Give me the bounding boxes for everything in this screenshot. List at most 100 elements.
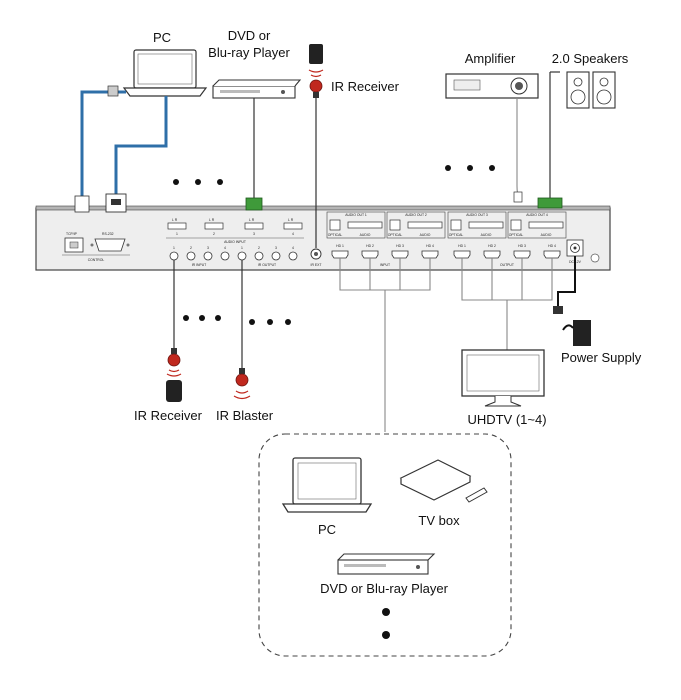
optical-label: OPTICAL [328, 233, 343, 237]
power-plug [553, 306, 563, 314]
ellipsis-top-left [173, 179, 223, 185]
audio-out-terminal[interactable] [468, 221, 504, 229]
audio-input-terminal[interactable] [244, 222, 264, 230]
ir-input-jack[interactable] [220, 251, 230, 261]
hdmi-output-port[interactable] [513, 250, 531, 259]
ethernet-plug-panel [74, 195, 90, 213]
speaker-left-tweeter [573, 77, 583, 87]
dvd-source-top [337, 553, 436, 561]
ir-output-3[interactable]: 3 [271, 246, 281, 261]
amplifier-optical-cable [516, 98, 520, 199]
audio-input-number: 4 [292, 232, 294, 236]
pc-top-label: PC [153, 30, 171, 45]
ir-output-jack[interactable] [271, 251, 281, 261]
hdmi-output-port[interactable] [453, 250, 471, 259]
optical-port[interactable] [329, 219, 341, 231]
ethernet-cable [80, 90, 126, 196]
panel-top-edge [35, 205, 611, 211]
ir-input-2[interactable]: 2 [186, 246, 196, 261]
hdmi-input-4[interactable]: HD 4 [421, 244, 439, 259]
ir-input-4[interactable]: 4 [220, 246, 230, 261]
ir-input-3[interactable]: 3 [203, 246, 213, 261]
ir-output-jack[interactable] [237, 251, 247, 261]
laptop-display [137, 53, 193, 85]
pc-source-display [297, 462, 357, 500]
ellipsis-top-right [445, 165, 495, 171]
output-label: OUTPUT [500, 263, 514, 267]
ir-input-number: 3 [207, 246, 209, 250]
audio-out-plug [537, 197, 563, 209]
optical-label: OPTICAL [388, 233, 403, 237]
remote-control-bottom [166, 380, 182, 402]
hdmi-output-1[interactable]: HD 1 [453, 244, 471, 259]
control-section: TCP/IP RS-232 CONTROL [62, 232, 130, 262]
ir-ext-label: IR EXT [311, 263, 322, 267]
ir-signal-wave [235, 390, 249, 394]
optical-port[interactable] [510, 219, 522, 231]
speaker-right-tweeter [599, 77, 609, 87]
more-sources-dot [382, 631, 390, 639]
audio-input-3[interactable]: L R 3 [244, 218, 264, 236]
hdmi-input-port[interactable] [331, 250, 349, 259]
audio-input-1[interactable]: L R 1 [167, 218, 187, 236]
ir-output-jack[interactable] [254, 251, 264, 261]
audio-out-terminal[interactable] [528, 221, 564, 229]
ir-ext-port[interactable]: IR EXT [311, 248, 322, 267]
uhdtv-label: UHDTV (1~4) [467, 412, 546, 427]
rs232-port[interactable] [94, 238, 126, 252]
audio-out-box [447, 211, 507, 239]
hdmi-input-port[interactable] [421, 250, 439, 259]
audio-input-lr-label: L R [172, 218, 178, 222]
optical-port[interactable] [450, 219, 462, 231]
ir-output-4[interactable]: 4 [288, 246, 298, 261]
hdmi-input-1[interactable]: HD 1 [331, 244, 349, 259]
ir-output-number: 3 [275, 246, 277, 250]
hdmi-input-2[interactable]: HD 2 [361, 244, 379, 259]
hdmi-input-port[interactable] [391, 250, 409, 259]
speakers-label: 2.0 Speakers [552, 51, 629, 66]
ir-blaster: IR Blaster [216, 260, 274, 423]
ir-input-label: IR INPUT [192, 263, 207, 267]
hdmi-output-section: HD 1 HD 2 HD 3 HD 4 OUTPUT [453, 244, 561, 267]
uhdtv: UHDTV (1~4) [461, 349, 547, 427]
audio-input-2[interactable]: L R 2 [204, 218, 224, 236]
audio-input-lr-label: L R [209, 218, 215, 222]
hdmi-output-port[interactable] [483, 250, 501, 259]
dvd-source: DVD or Blu-ray Player [320, 553, 449, 596]
hdmi-output-4[interactable]: HD 4 [543, 244, 561, 259]
ir-output-2[interactable]: 2 [254, 246, 264, 261]
hdmi-output-2[interactable]: HD 2 [483, 244, 501, 259]
audio-input-terminal[interactable] [204, 222, 224, 230]
optical-label: OPTICAL [449, 233, 464, 237]
hdmi-output-label: HD 1 [458, 244, 466, 248]
serial-plug-body [111, 199, 121, 205]
ir-receiver-bottom-stem [171, 348, 177, 354]
ir-input-jack[interactable] [169, 251, 179, 261]
ir-receiver-bottom: IR Receiver [134, 260, 203, 423]
ir-input-jack[interactable] [186, 251, 196, 261]
ground-screw [590, 253, 600, 263]
sources-box: PC TV box DVD or Blu-ray Player [258, 433, 512, 657]
tcpip-label: TCP/IP [66, 232, 78, 236]
dvd-source-button [416, 565, 420, 569]
rs232-screw-left [90, 243, 94, 247]
audio-input-4[interactable]: L R 4 [283, 218, 303, 236]
ethernet-plug-pc [107, 85, 119, 97]
hdmi-output-3[interactable]: HD 3 [513, 244, 531, 259]
audio-out-terminal[interactable] [407, 221, 443, 229]
tv-box-remote [465, 487, 488, 503]
audio-input-terminal[interactable] [283, 222, 303, 230]
ir-signal-wave [308, 69, 324, 73]
hdmi-input-3[interactable]: HD 3 [391, 244, 409, 259]
optical-port[interactable] [389, 219, 401, 231]
hdmi-input-port[interactable] [361, 250, 379, 259]
ir-output-number: 2 [258, 246, 260, 250]
audio-input-number: 1 [176, 232, 178, 236]
audio-out-terminal[interactable] [347, 221, 383, 229]
audio-input-terminal[interactable] [167, 222, 187, 230]
ir-input-jack[interactable] [203, 251, 213, 261]
hdmi-output-port[interactable] [543, 250, 561, 259]
dc-jack-pin [573, 246, 577, 250]
ir-output-jack[interactable] [288, 251, 298, 261]
